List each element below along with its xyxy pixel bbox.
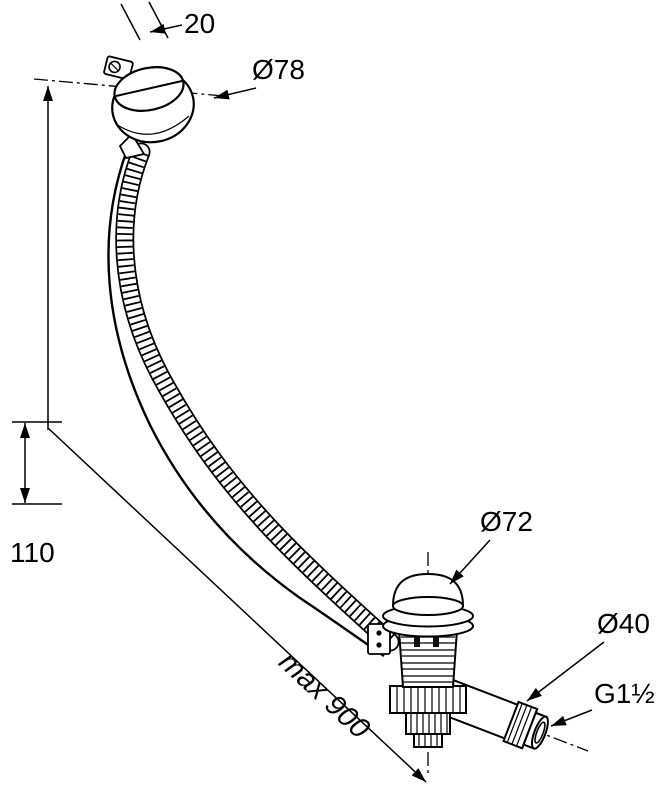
locknut-body bbox=[389, 685, 467, 714]
label-install-height: 110 bbox=[10, 537, 55, 568]
dimension-max-length: max 900 bbox=[43, 86, 427, 783]
mounting-bracket bbox=[103, 55, 134, 81]
dimension-line-diagonal bbox=[47, 427, 427, 783]
tailpiece-ribs bbox=[410, 714, 448, 733]
tailpiece-lower-ribs bbox=[418, 735, 438, 746]
cable-elbow-fitting bbox=[118, 132, 146, 160]
clamp-screw-bottom bbox=[376, 642, 382, 648]
knob-contour bbox=[115, 115, 190, 135]
label-thread-size: G1½ bbox=[594, 678, 655, 709]
dimension-install-height: 110 bbox=[10, 421, 62, 568]
collar-ribs bbox=[507, 704, 532, 746]
corrugated-hose bbox=[115, 142, 400, 652]
control-cable bbox=[107, 149, 385, 657]
valve-body-shell bbox=[397, 629, 459, 688]
clamp-screw-top bbox=[376, 630, 382, 636]
overflow-knob bbox=[103, 55, 195, 160]
leader-valve-cap-diameter bbox=[449, 539, 491, 585]
tailpiece-upper bbox=[405, 712, 451, 735]
locknut-ribs bbox=[396, 687, 461, 712]
valve-locknut bbox=[389, 685, 467, 748]
tailpiece-lower bbox=[413, 733, 443, 748]
pipe-bore bbox=[534, 721, 546, 744]
hose-body bbox=[117, 144, 398, 650]
label-pipe-diameter: Ø40 bbox=[597, 608, 650, 639]
valve-body bbox=[397, 629, 459, 688]
drain-valve-assembly bbox=[367, 572, 549, 750]
body-slot-right bbox=[433, 636, 439, 647]
dimension-cap-height: 20 bbox=[120, 1, 215, 41]
callouts: Ø78 Ø72 Ø40 G1½ bbox=[213, 54, 655, 727]
screw-slot bbox=[110, 62, 120, 72]
leader-thread-size bbox=[550, 709, 593, 727]
label-knob-diameter: Ø78 bbox=[252, 54, 305, 85]
extension-tick-right bbox=[148, 1, 169, 39]
clamp-plate bbox=[367, 623, 391, 655]
extension-tick-left bbox=[120, 3, 141, 41]
dome-rim bbox=[392, 596, 464, 616]
leader-line bbox=[149, 23, 183, 34]
body-slot-left bbox=[414, 636, 420, 647]
label-valve-cap-diameter: Ø72 bbox=[480, 506, 533, 537]
valve-dome-cap bbox=[391, 572, 465, 616]
label-max-length: max 900 bbox=[273, 646, 376, 745]
leader-knob-diameter bbox=[213, 87, 257, 100]
leader-pipe-diameter bbox=[526, 641, 605, 702]
knob-grip-slot bbox=[115, 80, 183, 97]
cable-clamp bbox=[367, 623, 391, 655]
label-cap-height: 20 bbox=[184, 8, 215, 39]
